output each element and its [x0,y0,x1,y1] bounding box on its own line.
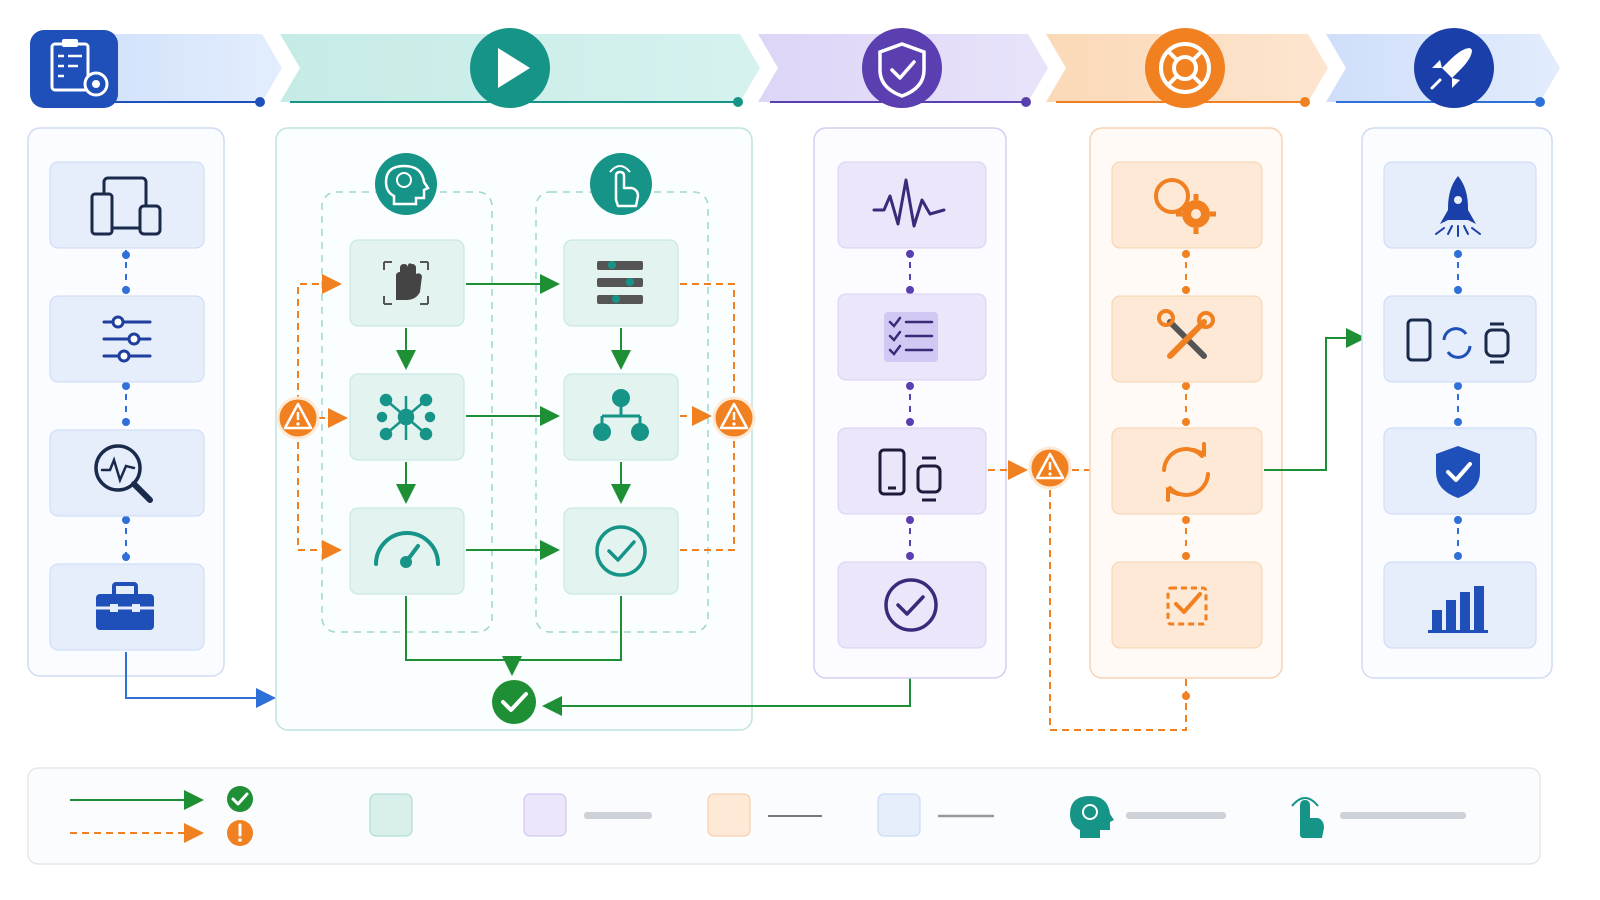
support-to-launch-connector [1264,328,1366,471]
check-circle-icon [595,525,647,577]
check-circle-icon [884,578,938,632]
rocket-icon[interactable] [1414,28,1494,108]
toolbox-icon [96,582,154,630]
touch-icon[interactable] [590,153,652,215]
shield-check-icon [1436,446,1480,498]
plan-card-devices[interactable] [49,161,205,249]
search-pulse-icon [94,444,153,503]
support-panel [1089,127,1283,679]
launch-panel [1361,127,1553,679]
devices-icon [90,176,162,236]
shield-check-icon[interactable] [862,28,942,108]
dashed-check-icon [1166,586,1208,626]
green-check-icon[interactable] [492,680,536,724]
gauge-icon [374,531,440,568]
ai-brain-icon[interactable] [375,153,437,215]
legend-gray-bar [1126,812,1226,819]
gesture-hand-icon [383,261,429,305]
orange-alert-icon[interactable] [712,396,756,440]
execute-failure-loops [297,274,735,560]
play-icon[interactable] [470,28,550,108]
stage-chevron-plan[interactable] [70,34,282,102]
tools-icon [1157,309,1215,359]
orange-alert-icon[interactable] [1028,446,1072,490]
legend-purple-swatch [523,793,567,837]
bar-chart-icon [1428,586,1488,633]
legend-orange-swatch [707,793,751,837]
verify-card-check[interactable] [837,561,987,649]
sliders-icon [102,315,152,363]
execute-panel [275,127,753,731]
ai-brain-icon [1070,796,1114,838]
verify-card-devices[interactable] [837,427,987,515]
settings-bars-icon [597,261,643,304]
orange-alert-icon [227,820,253,846]
orange-alert-icon[interactable] [276,396,320,440]
support-card-refresh[interactable] [1111,427,1263,515]
legend-blue-swatch [877,793,921,837]
gears-icon [1154,178,1216,234]
hierarchy-icon [593,389,649,441]
network-icon [376,393,436,441]
touch-icon [1291,797,1324,838]
lifebuoy-icon[interactable] [1145,28,1225,108]
plan-to-execute-connector [125,652,276,708]
support-return-loop [1049,490,1187,731]
support-card-dashed-check[interactable] [1111,561,1263,649]
rocket-small-icon [1435,176,1481,237]
phone-watch-icon [878,448,942,502]
execute-success-arrows [396,274,631,676]
waveform-icon [872,178,946,228]
legend-teal-swatch [369,793,413,837]
phone-sync-watch-icon [1406,318,1510,364]
plan-card-search[interactable] [49,429,205,517]
refresh-icon [1162,442,1210,502]
legend-gray-bar [1340,812,1466,819]
verify-card-wave[interactable] [837,161,987,249]
stage-bar [70,34,1560,107]
green-check-icon [227,786,253,812]
clipboard-gear-icon[interactable] [30,30,118,108]
checklist-icon [884,312,938,362]
execute-card-gauge[interactable] [349,507,465,595]
legend-gray-bar [584,812,652,819]
verify-panel [813,127,1007,679]
execute-card-check[interactable] [563,507,679,595]
